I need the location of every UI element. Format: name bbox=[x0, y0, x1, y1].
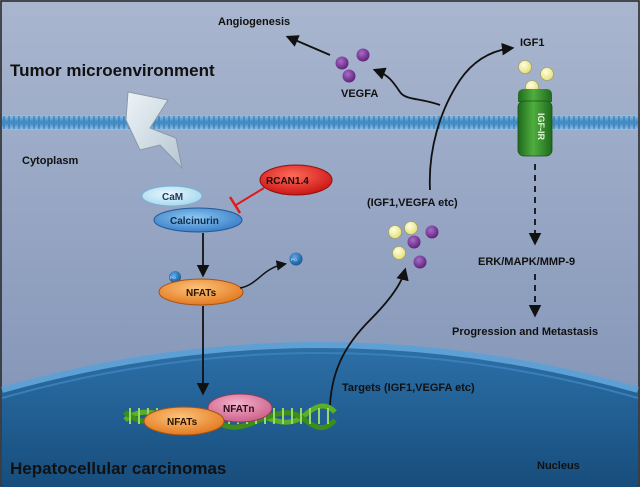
arrow-dephosphorylation bbox=[239, 260, 288, 289]
calcinurin-label: Calcinurin bbox=[170, 216, 219, 227]
angiogenesis-label: Angiogenesis bbox=[218, 16, 290, 28]
nucleus-label: Nucleus bbox=[537, 460, 580, 472]
phosphate-label: PO bbox=[170, 275, 176, 280]
igf1-molecule bbox=[518, 60, 532, 74]
igf1-molecule bbox=[540, 67, 554, 81]
igf1r-label: IGF-IR bbox=[536, 113, 546, 140]
arrow-to-angiogenesis bbox=[285, 35, 331, 56]
igf1-vegfa-etc-label: (IGF1,VEGFA etc) bbox=[367, 197, 458, 209]
hepatocellular-carcinomas-label: Hepatocellular carcinomas bbox=[10, 459, 226, 478]
arrow-targets-to-secretion bbox=[329, 267, 409, 406]
targets-label: Targets (IGF1,VEGFA etc) bbox=[342, 382, 475, 394]
vegfa-label: VEGFA bbox=[341, 88, 378, 100]
igf1-label: IGF1 bbox=[520, 37, 544, 49]
phosphate-icon bbox=[169, 271, 181, 283]
nfats-cytoplasm-oval bbox=[158, 278, 244, 306]
rcan-oval bbox=[259, 164, 333, 196]
igf1-molecule bbox=[392, 246, 406, 260]
cam-oval bbox=[141, 185, 203, 207]
progression-metastasis-label: Progression and Metastasis bbox=[452, 326, 598, 338]
vegfa-molecule bbox=[335, 56, 349, 70]
phosphate-icon bbox=[289, 252, 303, 266]
cytoplasm-label: Cytoplasm bbox=[22, 155, 78, 167]
vegfa-molecule bbox=[425, 225, 439, 239]
igf1-molecule bbox=[404, 221, 418, 235]
vegfa-molecule bbox=[342, 69, 356, 83]
nfatn-label: NFATn bbox=[223, 404, 254, 415]
cell-membrane bbox=[2, 115, 638, 130]
nfats-nucleus-oval bbox=[143, 406, 225, 436]
erk-mapk-mmp9-label: ERK/MAPK/MMP-9 bbox=[478, 256, 575, 268]
calcinurin-oval bbox=[153, 207, 243, 233]
nfats-nucleus-label: NFATs bbox=[167, 417, 198, 428]
rcan-inhibition-bar bbox=[228, 196, 242, 214]
rcan-label: RCAN1.4 bbox=[266, 176, 309, 187]
arrow-secretion-to-igf1 bbox=[428, 42, 515, 191]
vegfa-molecule bbox=[356, 48, 370, 62]
arrow-to-vegfa bbox=[372, 67, 441, 106]
nfatn-oval bbox=[207, 393, 273, 423]
vegfa-molecule bbox=[413, 255, 427, 269]
nuclear-envelope-inner bbox=[1, 352, 639, 399]
vegfa-molecule bbox=[407, 235, 421, 249]
lightning-bolt-icon bbox=[125, 91, 183, 170]
phosphate-label: PO bbox=[291, 257, 297, 262]
igf1-molecule bbox=[388, 225, 402, 239]
cam-label: CaM bbox=[162, 192, 183, 203]
igf1r-receptor: IGF-IR bbox=[517, 89, 553, 157]
rcan-inhibition-line bbox=[235, 187, 265, 206]
nfats-cytoplasm-label: NFATs bbox=[186, 288, 217, 299]
tumor-microenvironment-label: Tumor microenvironment bbox=[10, 61, 215, 80]
nuclear-envelope bbox=[1, 342, 639, 393]
